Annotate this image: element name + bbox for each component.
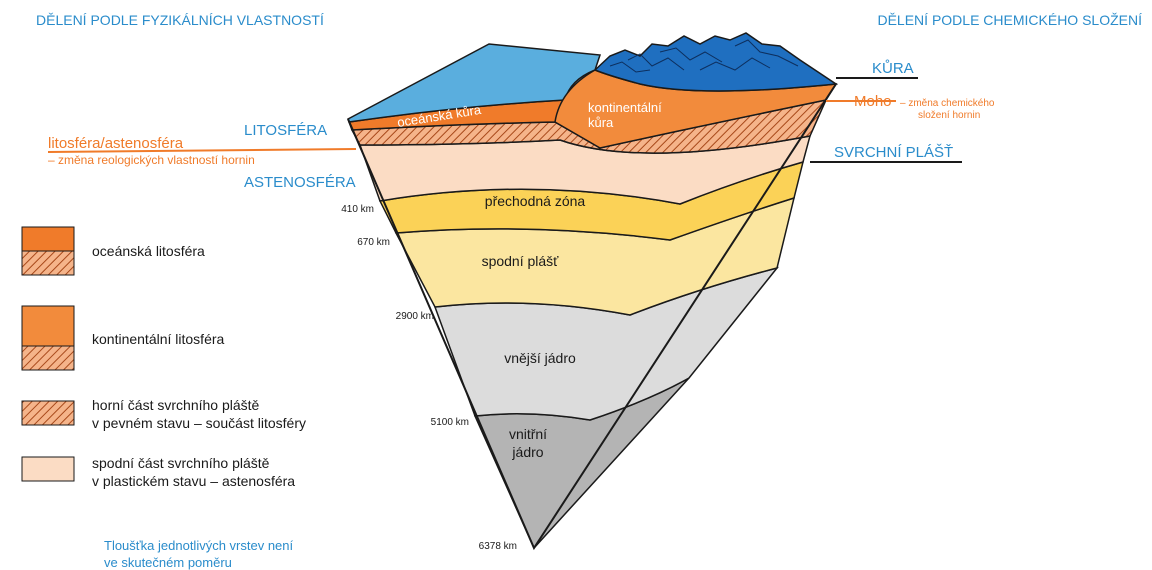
scale-footnote-line2: ve skutečném poměru bbox=[104, 555, 232, 570]
transition-zone-label: přechodná zóna bbox=[485, 193, 586, 209]
depth-label-5100: 5100 km bbox=[431, 417, 469, 428]
crust-label: KŮRA bbox=[872, 59, 914, 77]
lithosphere-asthenosphere-label: litosféra/astenosféra bbox=[48, 135, 184, 152]
legend-oceanic-lithosphere-swatch bbox=[22, 227, 74, 275]
continental-crust-label-2: kůra bbox=[588, 115, 614, 130]
continental-crust-label-1: kontinentální bbox=[588, 100, 662, 115]
inner-core-label-2: jádro bbox=[511, 444, 543, 460]
upper-mantle-label: SVRCHNÍ PLÁŠŤ bbox=[834, 144, 953, 161]
scale-footnote-line1: Tloušťka jednotlivých vrstev není bbox=[104, 538, 294, 553]
legend-continental-lithosphere-swatch bbox=[22, 306, 74, 370]
depth-label-670: 670 km bbox=[357, 237, 390, 248]
lithosphere-boundary-note: – změna reologických vlastností hornin bbox=[48, 153, 255, 167]
lower-mantle-label: spodní plášť bbox=[482, 253, 560, 269]
moho-note-line2: složení hornin bbox=[918, 110, 980, 121]
depth-label-410: 410 km bbox=[341, 204, 374, 215]
legend-upper-mantle-label-2: v pevném stavu – součást litosféry bbox=[92, 415, 306, 431]
outer-core-label: vnější jádro bbox=[504, 350, 576, 366]
legend-upper-mantle-swatch bbox=[22, 401, 74, 425]
chemical-division-heading: DĚLENÍ PODLE CHEMICKÉHO SLOŽENÍ bbox=[877, 12, 1142, 28]
moho-note-line1: – změna chemického bbox=[900, 98, 995, 109]
depth-label-2900: 2900 km bbox=[396, 311, 434, 322]
legend-lower-mantle-swatch bbox=[22, 457, 74, 481]
lithosphere-label: LITOSFÉRA bbox=[244, 122, 327, 139]
physical-division-heading: DĚLENÍ PODLE FYZIKÁLNÍCH VLASTNOSTÍ bbox=[36, 12, 324, 28]
legend-lower-mantle-label-2: v plastickém stavu – astenosféra bbox=[92, 473, 295, 489]
moho-label: Moho bbox=[854, 93, 892, 110]
legend-lower-mantle-label-1: spodní část svrchního pláště bbox=[92, 455, 270, 471]
legend-continental-lithosphere-label: kontinentální litosféra bbox=[92, 331, 225, 347]
asthenosphere-label: ASTENOSFÉRA bbox=[244, 174, 356, 191]
depth-label-6378: 6378 km bbox=[479, 541, 517, 552]
legend-oceanic-lithosphere-label: oceánská litosféra bbox=[92, 243, 205, 259]
inner-core-label-1: vnitřní bbox=[509, 426, 547, 442]
legend-upper-mantle-label-1: horní část svrchního pláště bbox=[92, 397, 260, 413]
